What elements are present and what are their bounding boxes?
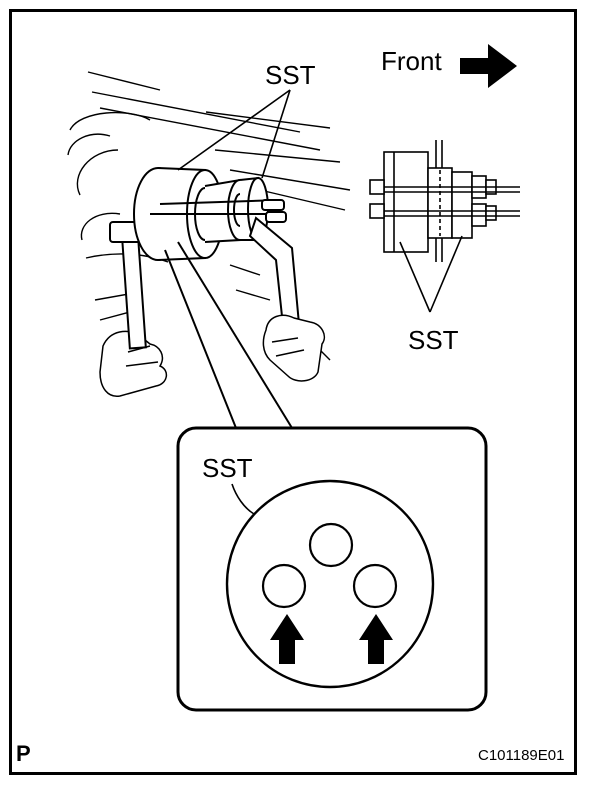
cross-section-view [369, 140, 520, 262]
sst-label-right: SST [408, 325, 459, 355]
page-marker: P [16, 741, 31, 766]
sst-label-top: SST [265, 60, 316, 90]
front-arrow-icon [460, 44, 517, 88]
sst-right-leaders [399, 235, 463, 313]
magnifier-leaders [164, 241, 293, 429]
front-label: Front [381, 46, 442, 76]
sst-inset-leader [231, 483, 255, 515]
hole-left [261, 563, 307, 609]
right-hand-sketch [262, 314, 326, 382]
hole-top [308, 522, 354, 568]
hole-right [352, 563, 398, 609]
sst-top-leaders [177, 89, 291, 179]
sst-label-inset: SST [202, 453, 253, 483]
up-arrow-icon [270, 614, 304, 664]
sst-plate [225, 479, 435, 689]
sst-puller [133, 167, 287, 261]
up-arrow-icon [359, 614, 393, 664]
figure-frame [9, 9, 577, 775]
figure-code: C101189E01 [478, 747, 565, 764]
